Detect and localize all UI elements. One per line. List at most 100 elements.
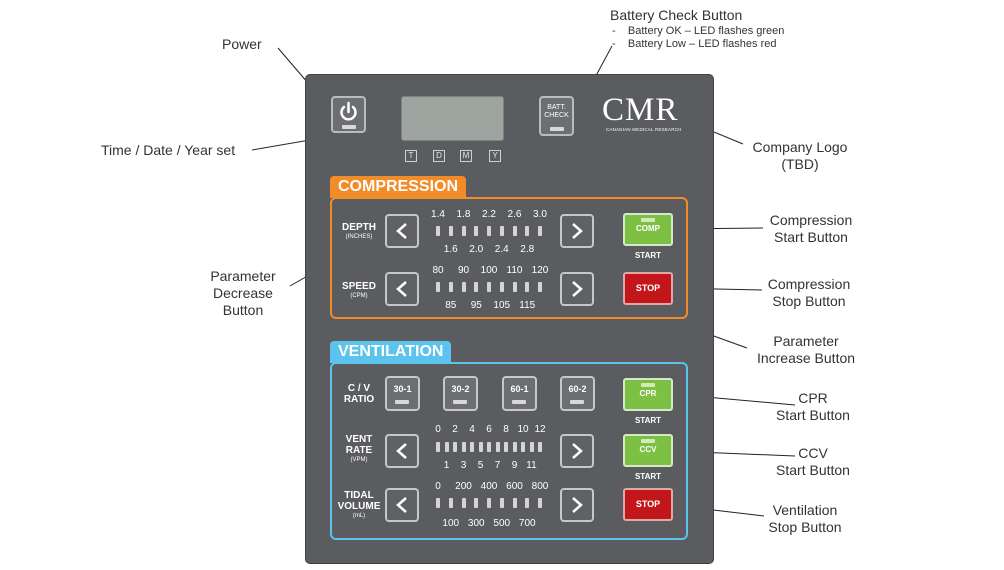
scale-tick bbox=[436, 498, 440, 508]
depth-increase-button[interactable] bbox=[560, 214, 594, 248]
scale-label: 200 bbox=[455, 481, 472, 492]
scale-label: 4 bbox=[469, 424, 475, 435]
scale-label: 800 bbox=[531, 481, 549, 492]
scale-label: 80 bbox=[432, 265, 444, 276]
scale-tick bbox=[504, 442, 508, 452]
scale-tick bbox=[487, 282, 491, 292]
ratio-led bbox=[512, 400, 526, 404]
annotation-logo: Company Logo(TBD) bbox=[752, 139, 848, 172]
scale-tick bbox=[521, 442, 525, 452]
scale-label: 2.0 bbox=[469, 244, 484, 255]
compression-title: COMPRESSION bbox=[330, 176, 467, 198]
ratio-30-2-button[interactable]: 30-2 bbox=[443, 376, 478, 411]
speed-increase-button[interactable] bbox=[560, 272, 594, 306]
scale-tick bbox=[474, 498, 479, 508]
annotation-time-set: Time / Date / Year set bbox=[101, 142, 236, 158]
depth-label: DEPTH(INCHES) bbox=[342, 222, 376, 240]
chevron-left-icon bbox=[396, 281, 407, 297]
scale-tick bbox=[487, 226, 491, 236]
scale-tick bbox=[436, 282, 440, 292]
scale-label: 100 bbox=[480, 265, 498, 276]
chevron-left-icon bbox=[396, 497, 407, 513]
depth-decrease-button[interactable] bbox=[385, 214, 419, 248]
vent-rate-increase-button[interactable] bbox=[560, 434, 594, 468]
scale-label: 600 bbox=[506, 481, 523, 492]
ratio-30-1-button[interactable]: 30-1 bbox=[385, 376, 420, 411]
chevron-right-icon bbox=[572, 443, 583, 459]
comp-stop-button[interactable]: STOP bbox=[623, 272, 673, 305]
power-led bbox=[342, 125, 356, 129]
scale-label: 1.6 bbox=[443, 244, 458, 255]
power-icon bbox=[340, 101, 357, 121]
scale-label: 500 bbox=[493, 518, 511, 529]
scale-tick bbox=[512, 226, 517, 236]
scale-tick bbox=[448, 282, 453, 292]
scale-label: 3.0 bbox=[533, 209, 547, 220]
scale-tick bbox=[487, 498, 491, 508]
scale-label: 85 bbox=[445, 300, 457, 311]
lcd-key-y[interactable]: Y bbox=[489, 150, 501, 162]
scale-label: 0 bbox=[435, 481, 441, 492]
device-panel bbox=[305, 74, 714, 564]
scale-tick bbox=[487, 442, 491, 452]
vent-rate-decrease-button[interactable] bbox=[385, 434, 419, 468]
scale-tick bbox=[512, 282, 517, 292]
scale-tick bbox=[474, 282, 479, 292]
scale-tick bbox=[448, 226, 453, 236]
scale-tick bbox=[453, 442, 457, 452]
scale-label: 100 bbox=[442, 518, 460, 529]
scale-tick bbox=[538, 442, 542, 452]
scale-tick bbox=[499, 498, 504, 508]
scale-label: 700 bbox=[518, 518, 536, 529]
scale-label: 110 bbox=[506, 265, 523, 276]
ventilation-section bbox=[330, 362, 688, 540]
scale-label: 400 bbox=[480, 481, 498, 492]
vent-stop-button[interactable]: STOP bbox=[623, 488, 673, 521]
scale-label: 0 bbox=[435, 424, 441, 435]
company-logo: CMR bbox=[602, 92, 679, 128]
scale-label: 300 bbox=[467, 518, 485, 529]
chevron-left-icon bbox=[396, 223, 407, 239]
scale-label: 90 bbox=[457, 265, 470, 276]
ratio-60-2-button[interactable]: 60-2 bbox=[560, 376, 595, 411]
chevron-right-icon bbox=[572, 281, 583, 297]
scale-tick bbox=[525, 282, 530, 292]
scale-tick bbox=[499, 282, 504, 292]
scale-label: 8 bbox=[503, 424, 509, 435]
battery-check-button[interactable]: BATT. CHECK bbox=[539, 96, 574, 136]
lcd-key-d[interactable]: D bbox=[433, 150, 445, 162]
tidal-volume-decrease-button[interactable] bbox=[385, 488, 419, 522]
scale-tick bbox=[495, 442, 500, 452]
lcd-display bbox=[401, 96, 504, 141]
scale-tick bbox=[444, 442, 449, 452]
speed-decrease-button[interactable] bbox=[385, 272, 419, 306]
scale-tick bbox=[525, 498, 530, 508]
scale-tick bbox=[436, 442, 440, 452]
power-button[interactable] bbox=[331, 96, 366, 133]
scale-label: 1.4 bbox=[431, 209, 445, 220]
scale-tick bbox=[538, 282, 542, 292]
lcd-key-t[interactable]: T bbox=[405, 150, 417, 162]
scale-tick bbox=[525, 226, 530, 236]
ratio-60-1-button[interactable]: 60-1 bbox=[502, 376, 537, 411]
lcd-key-m[interactable]: M bbox=[460, 150, 472, 162]
scale-label: 95 bbox=[470, 300, 482, 311]
scale-tick bbox=[461, 442, 466, 452]
ventilation-title: VENTILATION bbox=[330, 341, 452, 363]
scale-tick bbox=[461, 282, 466, 292]
scale-tick bbox=[474, 226, 479, 236]
scale-tick bbox=[538, 226, 542, 236]
speed-label: SPEED(CPM) bbox=[342, 281, 376, 299]
tidal-volume-increase-button[interactable] bbox=[560, 488, 594, 522]
ratio-led bbox=[570, 400, 584, 404]
chevron-right-icon bbox=[572, 497, 583, 513]
scale-tick bbox=[461, 498, 466, 508]
